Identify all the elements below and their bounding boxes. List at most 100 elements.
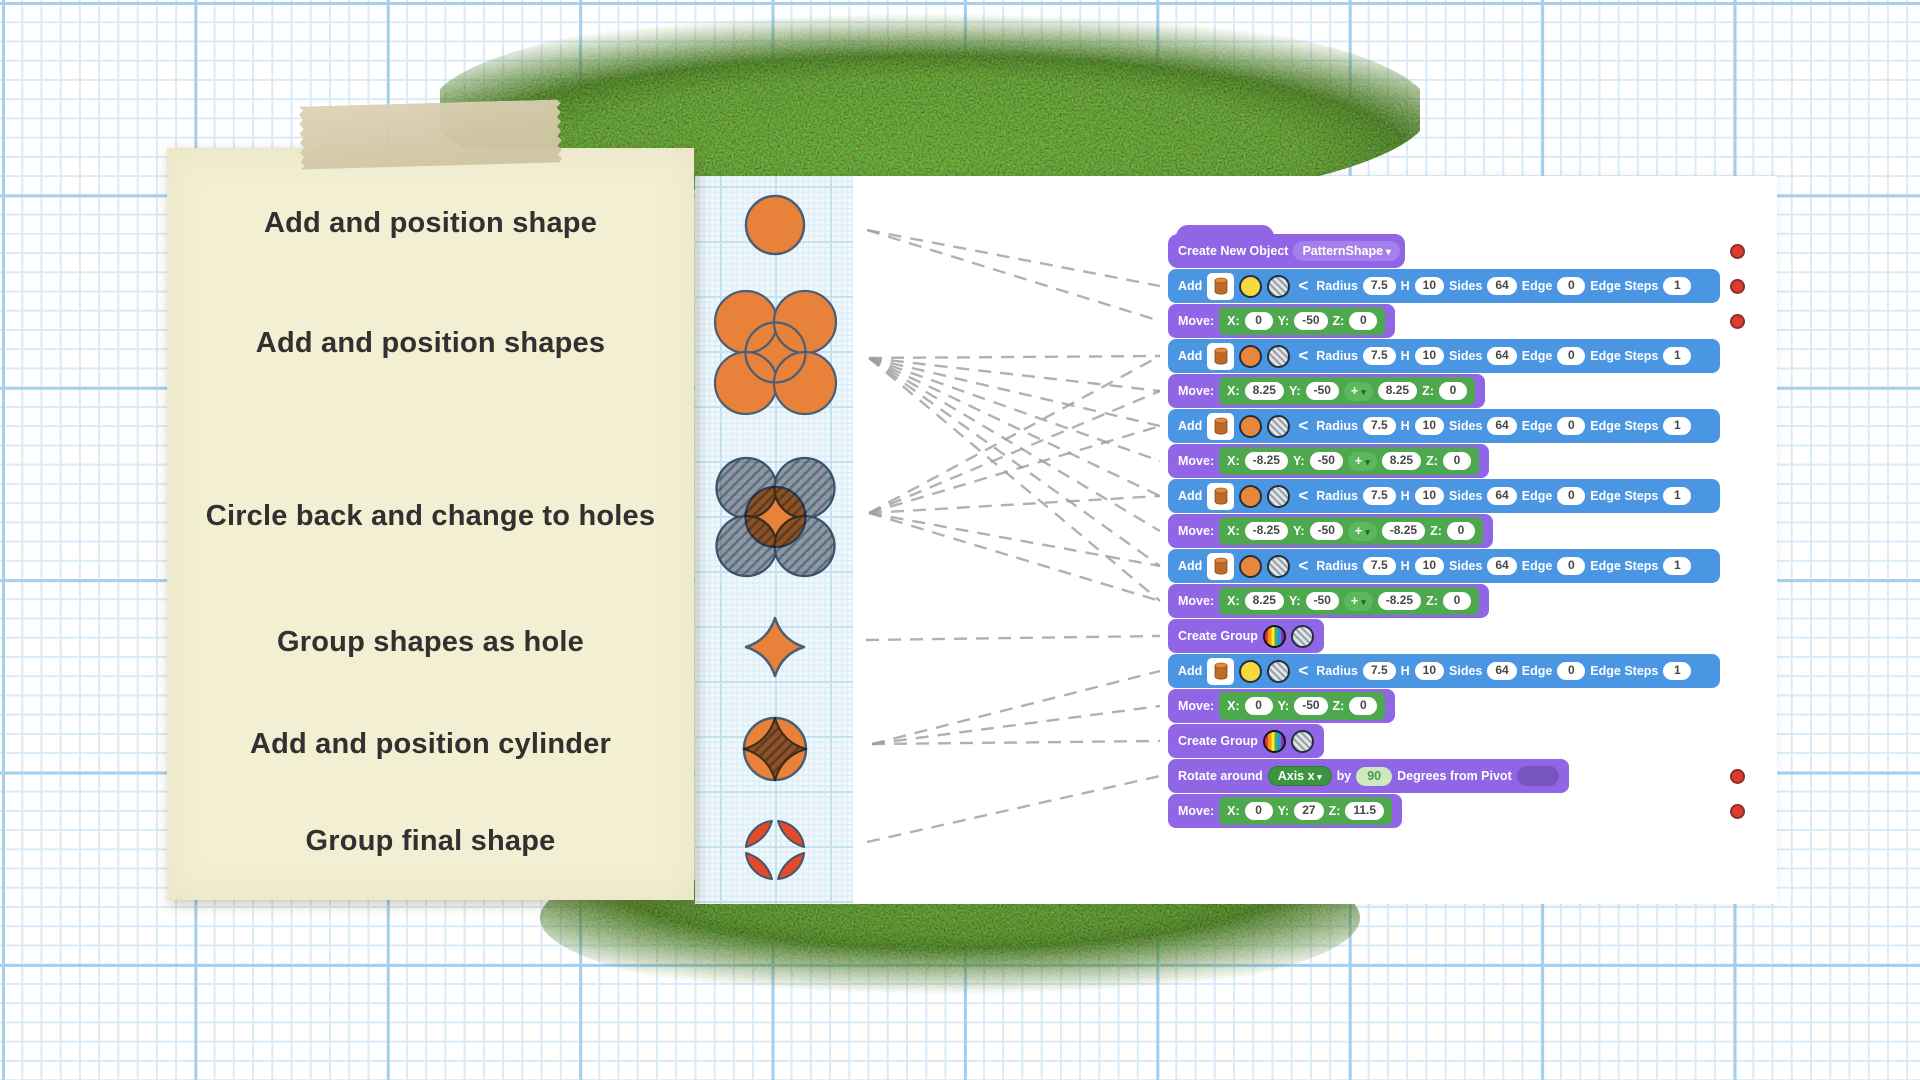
move-block[interactable]: Move: X:-8.25Y:-50+8.25Z:0	[1168, 444, 1489, 478]
hole-material-button[interactable]	[1267, 344, 1291, 368]
coord-x-value[interactable]: -8.25	[1244, 451, 1288, 471]
collapse-chevron-icon[interactable]: <	[1298, 486, 1309, 505]
rainbow-color-button[interactable]	[1262, 729, 1286, 753]
rainbow-color-button[interactable]	[1262, 624, 1286, 648]
coord-y-value[interactable]: -50	[1309, 451, 1343, 471]
param-value[interactable]: 0	[1557, 416, 1586, 436]
create-new-object-block[interactable]: Create New Object PatternShape	[1168, 225, 1405, 268]
param-value[interactable]: 0	[1557, 346, 1586, 366]
cylinder-shape-button[interactable]	[1207, 482, 1235, 510]
hole-material-button[interactable]	[1267, 274, 1291, 298]
collapse-chevron-icon[interactable]: <	[1298, 661, 1309, 680]
shape-4-star[interactable]	[744, 616, 806, 678]
coord-y-value[interactable]: -50	[1309, 521, 1343, 541]
param-value[interactable]: 64	[1487, 416, 1517, 436]
color-swatch-button[interactable]	[1239, 344, 1263, 368]
coord-x-value[interactable]: 8.25	[1244, 381, 1284, 401]
move-coordinates-block[interactable]: X:8.25Y:-50+8.25Z:0	[1219, 377, 1475, 405]
hole-material-button[interactable]	[1267, 659, 1291, 683]
cylinder-shape-button[interactable]	[1207, 272, 1235, 300]
param-value[interactable]: 10	[1414, 661, 1445, 681]
move-coordinates-block[interactable]: X:-8.25Y:-50+-8.25Z:0	[1219, 517, 1483, 545]
shape-6-final-petals[interactable]	[745, 820, 805, 880]
param-value[interactable]: 64	[1487, 276, 1517, 296]
color-swatch-button[interactable]	[1239, 554, 1263, 578]
param-value[interactable]: 64	[1487, 556, 1517, 576]
coord-y-offset-value[interactable]: 8.25	[1381, 451, 1422, 471]
param-value[interactable]: 64	[1487, 486, 1517, 506]
coord-y-value[interactable]: -50	[1305, 591, 1339, 611]
operator-dropdown[interactable]: +	[1347, 521, 1377, 541]
collapse-chevron-icon[interactable]: <	[1298, 276, 1309, 295]
coord-x-value[interactable]: 8.25	[1244, 591, 1284, 611]
coord-x-value[interactable]: 0	[1244, 311, 1273, 331]
cylinder-shape-button[interactable]	[1207, 342, 1235, 370]
param-value[interactable]: 0	[1557, 486, 1586, 506]
create-group-block[interactable]: Create Group	[1168, 724, 1324, 758]
param-value[interactable]: 0	[1557, 276, 1586, 296]
shape-1-circle[interactable]	[744, 194, 806, 256]
param-value[interactable]: 64	[1487, 346, 1517, 366]
color-swatch-button[interactable]	[1239, 484, 1263, 508]
color-swatch-button[interactable]	[1239, 274, 1263, 298]
coord-y-value[interactable]: 27	[1294, 801, 1324, 821]
coord-y-value[interactable]: -50	[1305, 381, 1339, 401]
coord-x-value[interactable]: -8.25	[1244, 521, 1288, 541]
collapse-chevron-icon[interactable]: <	[1298, 416, 1309, 435]
rotate-block[interactable]: Rotate around Axis x by 90 Degrees from …	[1168, 759, 1569, 793]
coord-y-value[interactable]: -50	[1294, 311, 1328, 331]
collapse-chevron-icon[interactable]: <	[1298, 346, 1309, 365]
operator-dropdown[interactable]: +	[1343, 381, 1373, 401]
cylinder-shape-button[interactable]	[1207, 412, 1235, 440]
cylinder-shape-button[interactable]	[1207, 552, 1235, 580]
coord-z-value[interactable]: 0	[1442, 451, 1471, 471]
move-block[interactable]: Move: X:8.25Y:-50+-8.25Z:0	[1168, 584, 1489, 618]
move-coordinates-block[interactable]: X:8.25Y:-50+-8.25Z:0	[1219, 587, 1479, 615]
param-value[interactable]: 7.5	[1362, 416, 1396, 436]
collapse-chevron-icon[interactable]: <	[1298, 556, 1309, 575]
hole-material-button[interactable]	[1290, 729, 1314, 753]
param-value[interactable]: 7.5	[1362, 346, 1396, 366]
operator-dropdown[interactable]: +	[1343, 591, 1373, 611]
degrees-value[interactable]: 90	[1356, 766, 1393, 786]
coord-x-value[interactable]: 0	[1244, 696, 1273, 716]
param-value[interactable]: 0	[1557, 661, 1586, 681]
move-block[interactable]: Move: X:-8.25Y:-50+-8.25Z:0	[1168, 514, 1493, 548]
shape-2-four-circles[interactable]	[713, 289, 838, 416]
coord-x-value[interactable]: 0	[1244, 801, 1273, 821]
empty-slot[interactable]	[1516, 766, 1559, 786]
color-swatch-button[interactable]	[1239, 414, 1263, 438]
param-value[interactable]: 7.5	[1362, 486, 1396, 506]
hole-material-button[interactable]	[1267, 414, 1291, 438]
color-swatch-button[interactable]	[1239, 659, 1263, 683]
coord-y-offset-value[interactable]: 8.25	[1377, 381, 1418, 401]
coord-z-value[interactable]: 0	[1438, 381, 1467, 401]
axis-dropdown[interactable]: Axis x	[1267, 766, 1332, 786]
coord-y-offset-value[interactable]: -8.25	[1381, 521, 1426, 541]
param-value[interactable]: 64	[1487, 661, 1517, 681]
hole-material-button[interactable]	[1267, 484, 1291, 508]
param-value[interactable]: 10	[1414, 276, 1445, 296]
coord-z-value[interactable]: 0	[1349, 696, 1378, 716]
param-value[interactable]: 1	[1663, 416, 1692, 436]
cylinder-shape-button[interactable]	[1207, 657, 1235, 685]
create-group-block[interactable]: Create Group	[1168, 619, 1324, 653]
param-value[interactable]: 0	[1557, 556, 1586, 576]
operator-dropdown[interactable]: +	[1347, 451, 1377, 471]
param-value[interactable]: 10	[1414, 346, 1445, 366]
coord-y-value[interactable]: -50	[1294, 696, 1328, 716]
object-type-dropdown[interactable]: PatternShape	[1293, 241, 1400, 261]
coord-z-value[interactable]: 0	[1349, 311, 1378, 331]
coord-y-offset-value[interactable]: -8.25	[1377, 591, 1422, 611]
